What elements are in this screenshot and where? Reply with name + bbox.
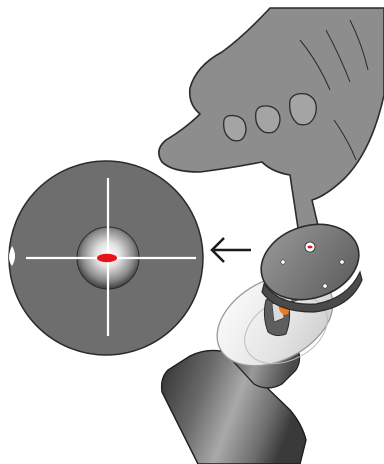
cap-screw-bottom <box>323 284 327 288</box>
pointing-hand-icon <box>159 8 384 242</box>
cap-screw-right <box>340 260 344 264</box>
knuckle-3 <box>290 94 317 125</box>
left-arrow-icon <box>212 238 251 262</box>
red-dot <box>97 254 117 262</box>
cap-screw-left <box>281 260 285 264</box>
cap-indicator-dot <box>307 246 312 249</box>
knuckle-2 <box>256 106 280 133</box>
magnified-crosshair-icon <box>9 161 203 355</box>
disc-cap-icon <box>251 212 368 312</box>
